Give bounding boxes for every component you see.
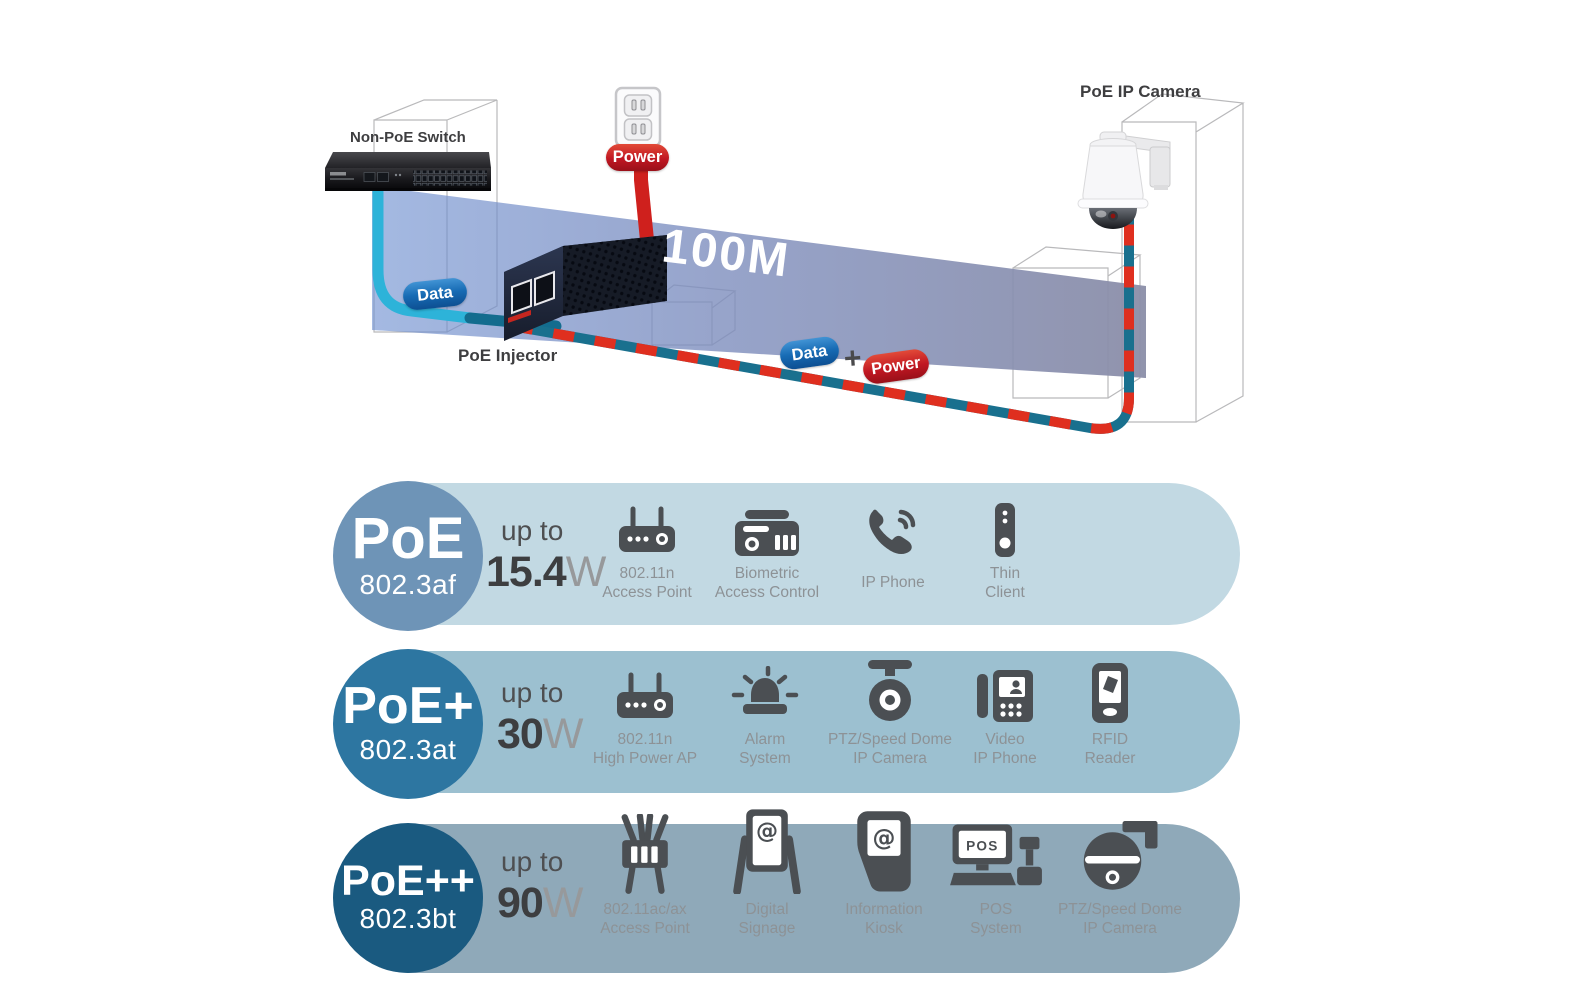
non-poe-switch-device (325, 152, 491, 191)
data-power-cable (507, 153, 1134, 434)
wattage: 15.4W (486, 548, 606, 597)
wireless-ap-icon (615, 498, 679, 558)
device-label: 802.11n Access Point (602, 565, 692, 601)
device-item: Video IP Phone (920, 656, 1090, 768)
power-outlet (614, 86, 662, 148)
watt-unit: W (565, 548, 607, 596)
network-diagram (325, 86, 1245, 434)
poe-name: PoE+ (342, 677, 474, 736)
non-poe-switch-label: Non-PoE Switch (350, 129, 466, 146)
device-label: Video IP Phone (973, 731, 1037, 767)
biometric-access-control-icon (733, 498, 801, 558)
device-item: POS POS System (911, 804, 1081, 938)
device-item: 802.11n Access Point (562, 498, 732, 602)
device-label: 802.11n High Power AP (592, 731, 698, 767)
poe-name: PoE++ (341, 856, 475, 905)
watt-value: 90 (497, 879, 544, 927)
pos-system-icon: POS (950, 804, 1042, 894)
device-item: @ Digital Signage (682, 804, 852, 938)
alarm-system-icon (731, 656, 799, 724)
watt-value: 15.4 (486, 548, 567, 596)
poe-standard: 802.3at (359, 733, 457, 765)
device-label: Digital Signage (738, 901, 796, 937)
band-poe-plus-802-3at (335, 651, 1240, 793)
device-item: 802.11n High Power AP (560, 656, 730, 768)
digital-signage-icon: @ (728, 804, 806, 894)
device-item: Biometric Access Control (682, 498, 852, 602)
device-label: Alarm System (739, 731, 791, 767)
wattage: 30W (497, 710, 583, 759)
device-item: Alarm System (680, 656, 850, 768)
poe-standard-circle: PoE+ 802.3at (333, 649, 483, 799)
data-cable (372, 186, 476, 324)
device-item: PTZ/Speed Dome IP Camera (805, 656, 975, 768)
wifi6-access-point-icon (607, 804, 683, 894)
poe-standard: 802.3bt (359, 903, 457, 935)
device-item: Thin Client (920, 498, 1090, 602)
poe-name: PoE (351, 506, 465, 572)
up-to-label: up to (501, 846, 564, 877)
up-to-label: up to (501, 515, 564, 546)
device-label: PTZ/Speed Dome IP Camera (827, 731, 953, 767)
device-item: PTZ/Speed Dome IP Camera (1035, 804, 1205, 938)
device-item: RFID Reader (1025, 656, 1195, 768)
distance-beam (372, 186, 1146, 378)
wattage: 90W (497, 879, 583, 928)
device-label: Information Kiosk (845, 901, 923, 937)
ip-phone-icon (867, 498, 919, 558)
watt-unit: W (542, 879, 584, 927)
ptz-speed-dome-icon (1080, 804, 1160, 894)
thin-client-icon (994, 498, 1016, 558)
information-kiosk-icon: @ (856, 804, 912, 894)
rfid-reader-icon (1091, 656, 1129, 724)
ptz-dome-camera-icon (862, 656, 918, 724)
device-label: 802.11ac/ax Access Point (600, 901, 690, 937)
device-label: Thin Client (985, 565, 1025, 601)
poe-ip-camera-device (1077, 131, 1171, 229)
device-label: RFID Reader (1084, 731, 1136, 767)
device-label: IP Phone (861, 574, 925, 592)
poe-standard: 802.3af (359, 568, 457, 600)
video-ip-phone-icon (976, 656, 1034, 724)
poe-standard-circle: PoE 802.3af (333, 481, 483, 631)
power-badge: Power (606, 144, 669, 171)
device-label: Biometric Access Control (714, 565, 820, 601)
svg-text:@: @ (756, 818, 778, 844)
plus-sign: + (842, 341, 863, 376)
device-item: @ Information Kiosk (799, 804, 969, 938)
wireless-ap-icon (613, 656, 677, 724)
device-label: POS System (970, 901, 1022, 937)
watt-value: 30 (497, 710, 544, 758)
poe-injector-device (504, 235, 667, 341)
poe-ip-camera-label: PoE IP Camera (1080, 82, 1201, 101)
svg-text:@: @ (873, 826, 896, 852)
poe-standard-circle: PoE++ 802.3bt (333, 823, 483, 973)
device-label: PTZ/Speed Dome IP Camera (1057, 901, 1183, 937)
device-item: 802.11ac/ax Access Point (560, 804, 730, 938)
device-item: IP Phone (808, 498, 978, 602)
up-to-label: up to (501, 677, 564, 708)
poe-injector-label: PoE Injector (458, 346, 558, 365)
svg-text:POS: POS (966, 839, 999, 854)
watt-unit: W (542, 710, 584, 758)
